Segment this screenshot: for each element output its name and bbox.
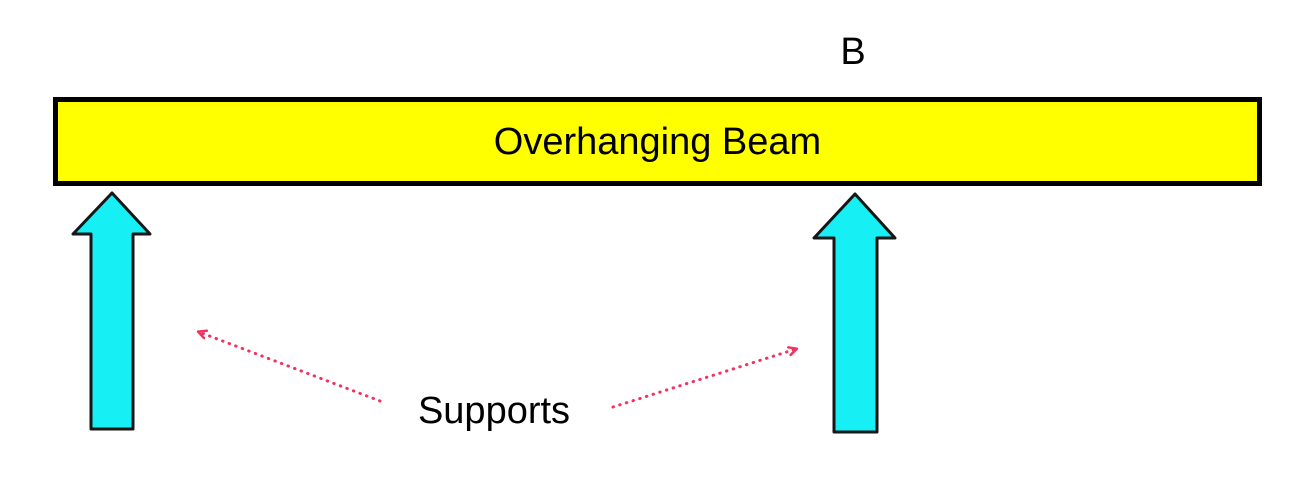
beam-rect xyxy=(53,97,1262,186)
right-annotation-arrow xyxy=(611,349,796,409)
right-support-arrow xyxy=(812,192,897,434)
left-annotation-arrow xyxy=(199,332,382,403)
supports-label: Supports xyxy=(417,390,571,432)
point-b-label: B xyxy=(840,31,866,73)
left-support-arrow xyxy=(71,191,152,431)
